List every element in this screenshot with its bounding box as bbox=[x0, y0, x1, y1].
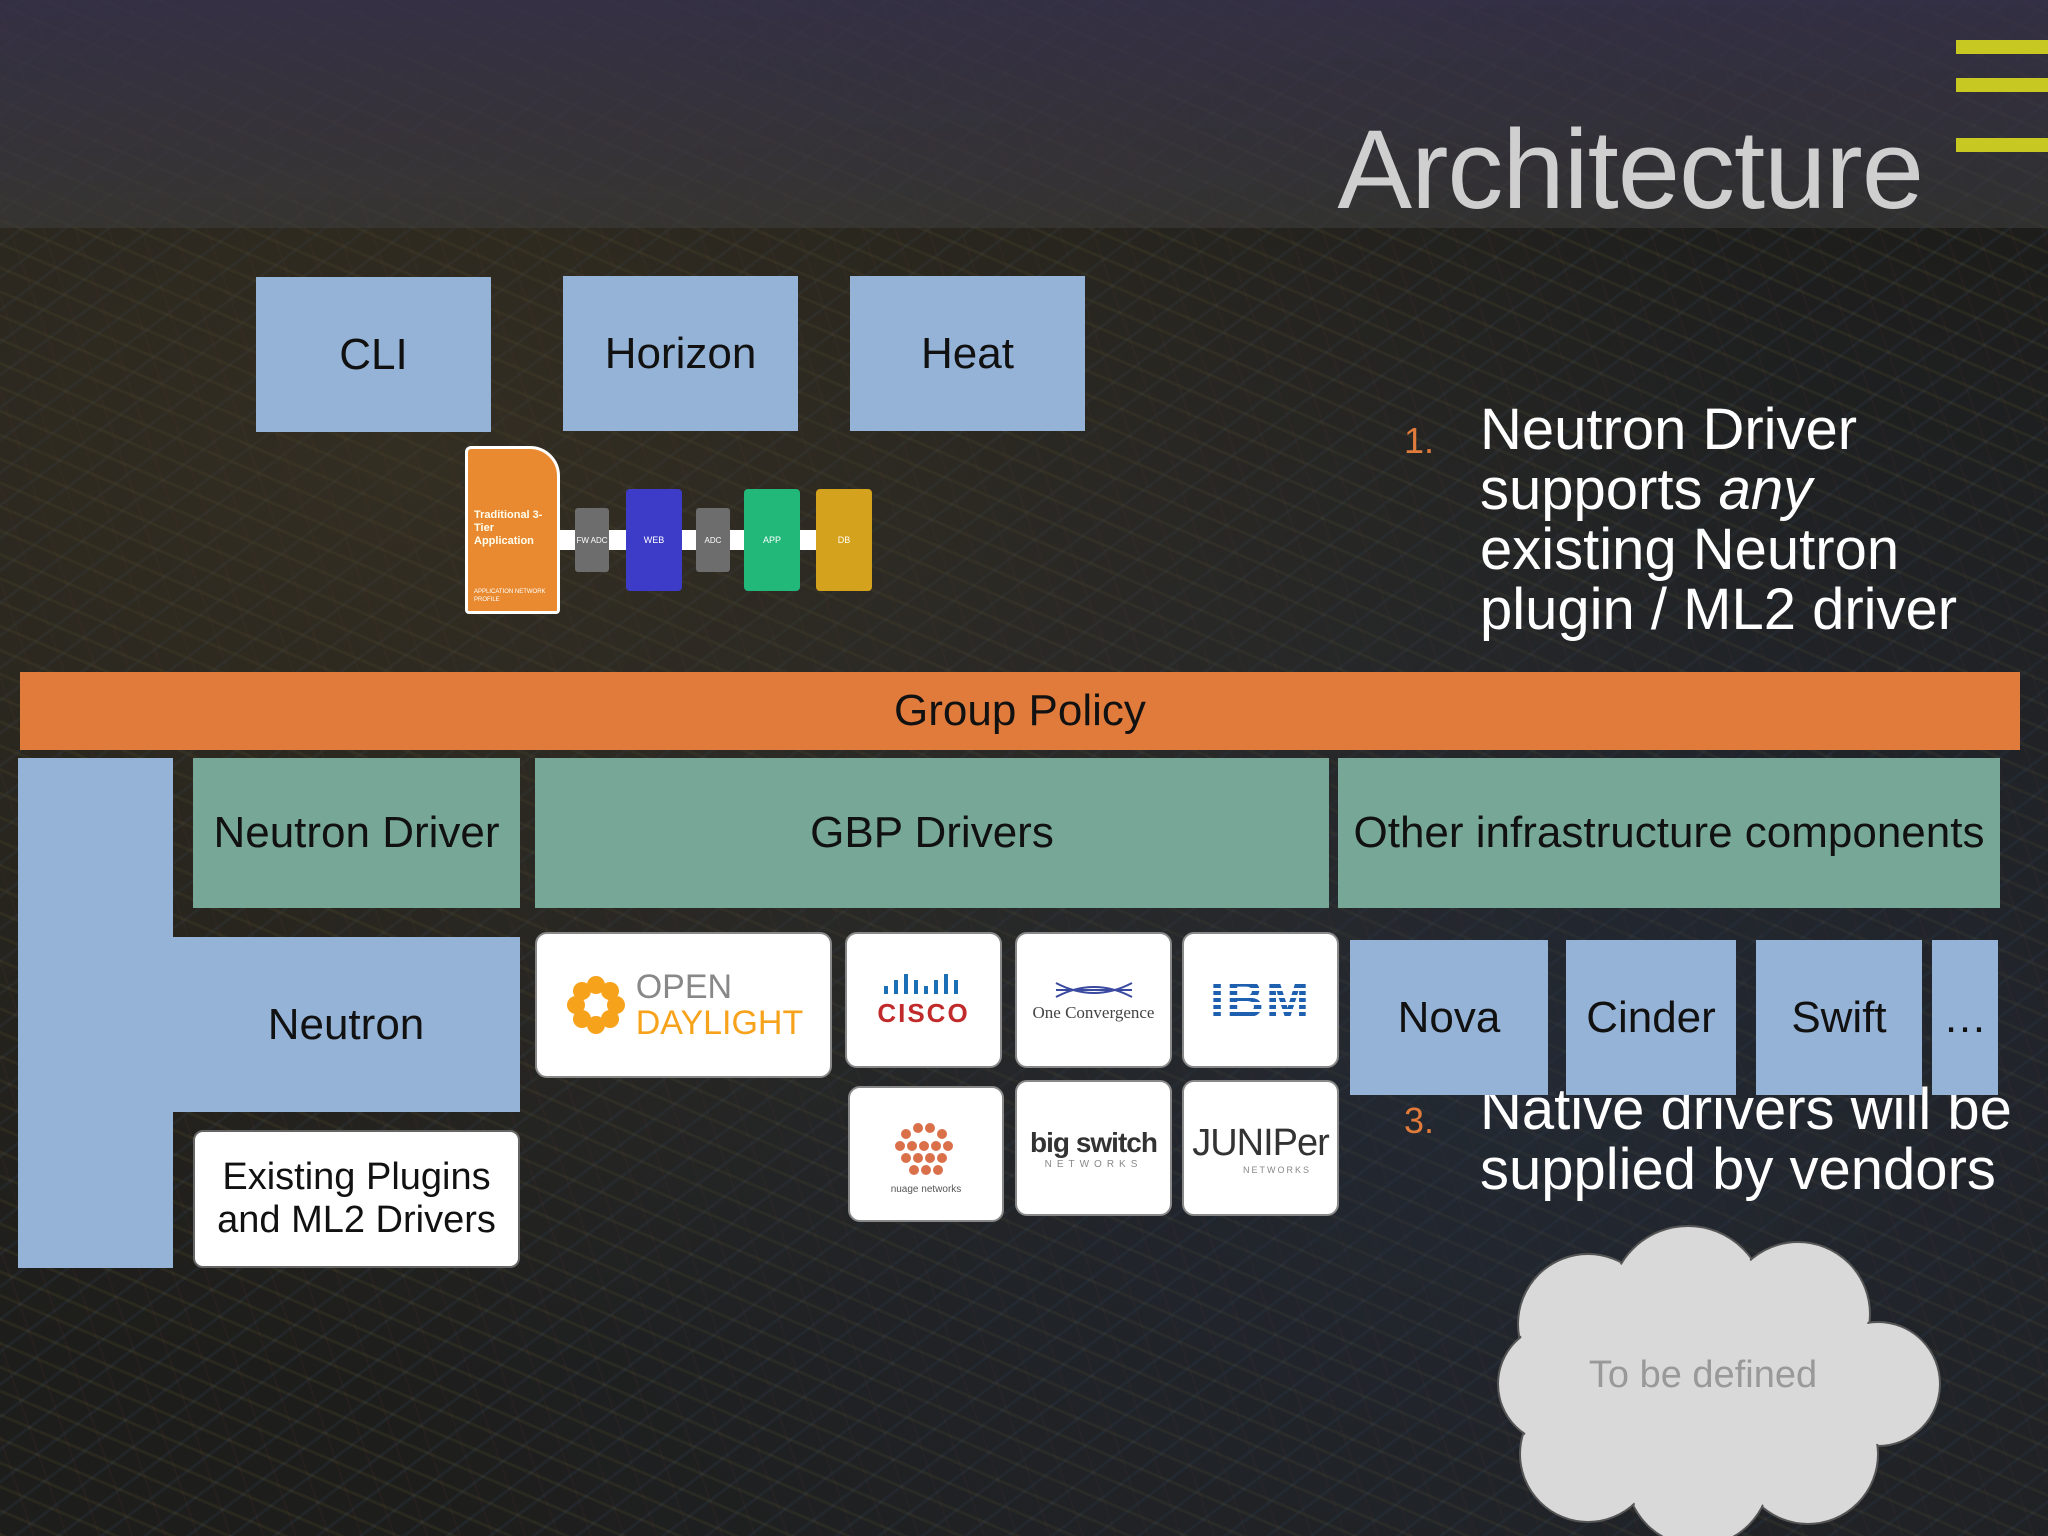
cisco-bars-icon bbox=[883, 973, 958, 994]
opendaylight-logo: OPEN DAYLIGHT bbox=[535, 932, 832, 1078]
bullet-number: 1. bbox=[1404, 420, 1435, 461]
cloud-shape bbox=[1497, 1225, 1941, 1536]
more-services-box: … bbox=[1932, 940, 1998, 1095]
other-components-box: Other infrastructure components bbox=[1338, 758, 2000, 908]
chain-node-adc: ADC bbox=[696, 508, 730, 572]
chain-node-fw: FW ADC bbox=[575, 508, 609, 572]
yellow-stripe bbox=[1956, 138, 2048, 152]
chain-node-db: DB bbox=[816, 489, 872, 591]
yellow-stripe bbox=[1956, 78, 2048, 92]
swift-box: Swift bbox=[1756, 940, 1922, 1095]
group-policy-bar: Group Policy bbox=[20, 672, 2020, 750]
application-profile-footer: APPLICATION NETWORK PROFILE bbox=[474, 589, 546, 603]
neutron-box: Neutron bbox=[172, 937, 520, 1112]
nova-box: Nova bbox=[1350, 940, 1548, 1095]
ibm-logo: IBM bbox=[1182, 932, 1339, 1068]
juniper-logo: JUNIPer NETWORKS bbox=[1182, 1080, 1339, 1216]
gbp-drivers-box: GBP Drivers bbox=[535, 758, 1329, 908]
neutron-spine bbox=[18, 758, 173, 1268]
neutron-driver-box: Neutron Driver bbox=[193, 758, 520, 908]
one-convergence-arrows-icon bbox=[1055, 982, 1132, 998]
yellow-stripe bbox=[1956, 40, 2048, 54]
chain-node-app: APP bbox=[744, 489, 800, 591]
nuage-dots-icon bbox=[895, 1122, 953, 1175]
slide-title: Architecture bbox=[1337, 107, 1924, 232]
nuage-logo: nuage networks bbox=[848, 1086, 1004, 1222]
cisco-logo: CISCO bbox=[845, 932, 1002, 1068]
bullet-1-text: Neutron Driver supports any existing Neu… bbox=[1480, 400, 1958, 642]
cloud-label: To be defined bbox=[1588, 1354, 1818, 1396]
cli-box: CLI bbox=[256, 277, 491, 432]
chain-node-web: WEB bbox=[626, 489, 682, 591]
heat-box: Heat bbox=[850, 276, 1085, 431]
bigswitch-logo: big switch NETWORKS bbox=[1015, 1080, 1172, 1216]
opendaylight-flower-icon bbox=[566, 976, 625, 1034]
existing-plugins-box: Existing Plugins and ML2 Drivers bbox=[193, 1130, 520, 1268]
application-profile-text: Traditional 3-Tier Application bbox=[474, 509, 543, 547]
title-band bbox=[0, 0, 2048, 228]
bullet-number: 3. bbox=[1404, 1100, 1435, 1141]
one-convergence-logo: One Convergence bbox=[1015, 932, 1172, 1068]
cinder-box: Cinder bbox=[1566, 940, 1736, 1095]
application-profile-card: Traditional 3-Tier Application APPLICATI… bbox=[465, 446, 560, 614]
horizon-box: Horizon bbox=[563, 276, 798, 431]
bullet-3-text: Native drivers will be supplied by vendo… bbox=[1480, 1080, 2012, 1202]
